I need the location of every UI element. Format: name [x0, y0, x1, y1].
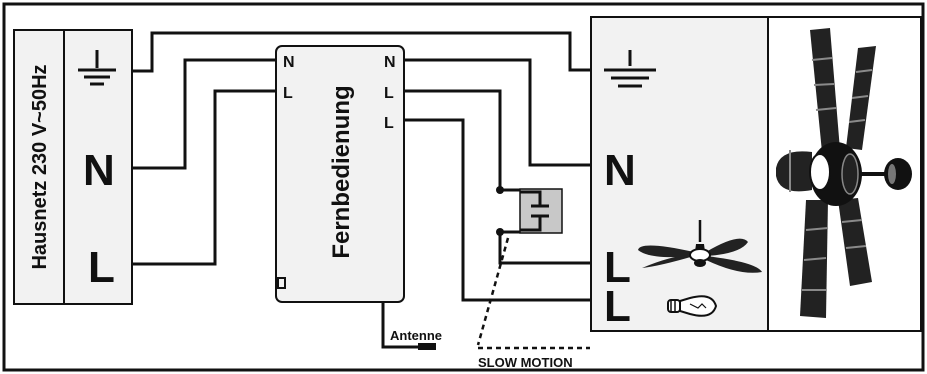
- fan-terminal-l-fan: L: [604, 243, 631, 292]
- fan-terminal-l-light: L: [604, 282, 631, 331]
- remote-output-l2: L: [384, 115, 394, 132]
- junction-dot-bottom: [496, 228, 504, 236]
- supply-title: Hausnetz 230 V~50Hz: [29, 64, 51, 269]
- supply-ground-icon: [78, 50, 116, 86]
- slow-motion-leader: [476, 237, 510, 346]
- junction-dot-top: [496, 186, 504, 194]
- remote-title: Fernbedienung: [328, 85, 355, 258]
- capacitor-icon: [519, 188, 563, 234]
- light-bulb-icon: [667, 295, 718, 317]
- remote-module: Fernbedienung N L N L L: [275, 45, 405, 303]
- remote-output-n: N: [384, 54, 396, 71]
- antenna-tip: [418, 343, 436, 350]
- fan-box: N L L: [590, 16, 769, 332]
- wires: [132, 31, 602, 349]
- antenna-label: Antenne: [390, 328, 442, 343]
- ceiling-fan-icon: [638, 220, 762, 273]
- fan-terminal-n: N: [604, 146, 636, 195]
- supply-terminal-n: N: [83, 146, 115, 195]
- slow-motion-label: SLOW MOTION: [478, 355, 573, 370]
- supply-terminal-l: L: [88, 243, 115, 292]
- ceiling-fan-large-icon: [776, 28, 912, 318]
- remote-input-n: N: [283, 54, 295, 71]
- remote-output-l1: L: [384, 85, 394, 102]
- remote-input-l: L: [283, 85, 293, 102]
- supply-box: Hausnetz 230 V~50Hz N L: [13, 29, 133, 305]
- fan-picture-box: [767, 16, 922, 332]
- fan-ground-icon: [604, 50, 656, 88]
